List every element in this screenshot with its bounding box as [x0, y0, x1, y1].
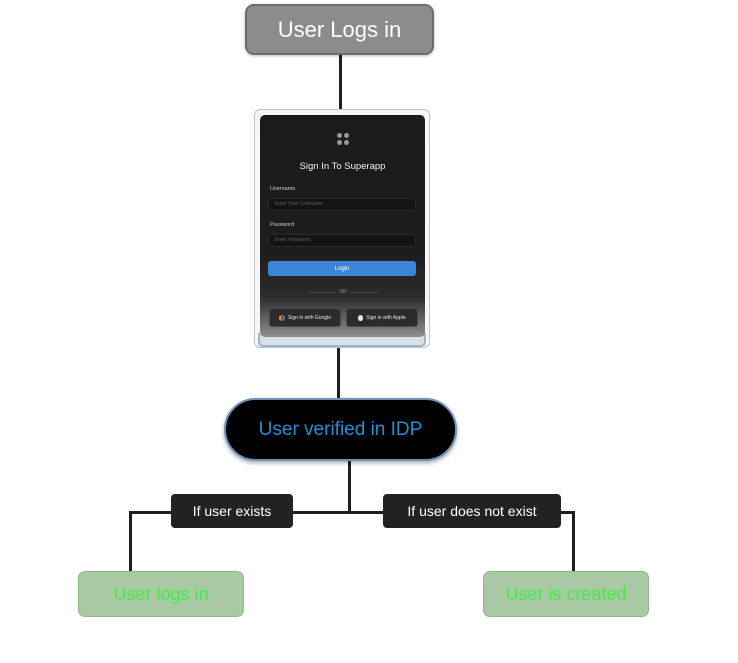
or-text: OR [339, 289, 347, 295]
connector-idp-down [348, 461, 351, 513]
username-field[interactable]: Enter Your Username [268, 198, 416, 211]
google-sign-in-button[interactable]: Sign in with Google [269, 308, 341, 327]
or-divider: OR [308, 288, 378, 296]
connector-left-down [129, 511, 132, 571]
start-node-user-logs-in: User Logs in [245, 4, 434, 55]
connector-login-to-idp [337, 347, 340, 399]
apple-button-label: Sign in with Apple [366, 314, 406, 321]
password-label: Password [270, 222, 295, 228]
apple-sign-in-button[interactable]: Sign in with Apple [346, 308, 418, 327]
divider-rule-right [350, 291, 378, 293]
result-user-logs-in: User logs in [78, 571, 244, 617]
condition-user-not-exists: If user does not exist [383, 494, 561, 528]
idp-verification-node: User verified in IDP [224, 398, 457, 461]
condition-user-exists: If user exists [171, 494, 293, 528]
google-icon [278, 314, 285, 321]
google-button-label: Sign in with Google [287, 314, 332, 321]
password-field[interactable]: Enter Password [268, 234, 416, 247]
apple-icon [358, 314, 364, 321]
login-button[interactable]: Login [268, 261, 416, 276]
divider-rule-left [308, 291, 336, 293]
connector-branch-horizontal [129, 511, 575, 514]
login-title: Sign In To Superapp [299, 161, 386, 172]
result-user-created: User is created [483, 571, 649, 617]
login-screen: Sign In To Superapp Username Enter Your … [260, 115, 425, 337]
connector-right-down [572, 511, 575, 571]
four-dots-logo-icon [337, 133, 349, 145]
connector-start-to-login [339, 55, 342, 111]
username-label: Username [270, 186, 296, 192]
